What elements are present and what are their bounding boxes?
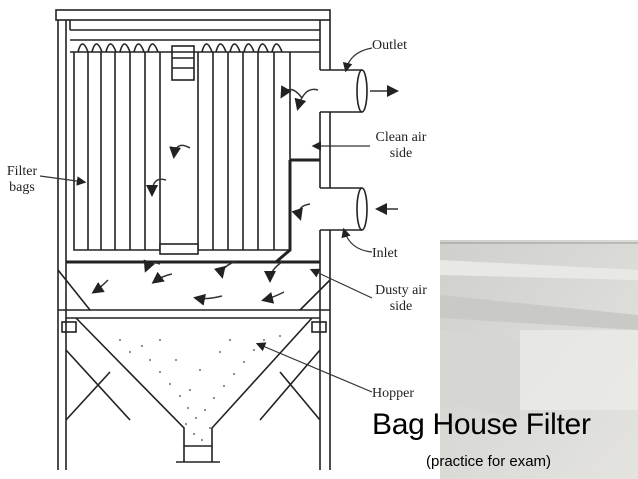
label-filter-bags: Filter bags [2, 164, 42, 196]
label-outlet: Outlet [372, 38, 407, 53]
label-filter-bags-line2: bags [9, 180, 35, 195]
label-clean-air-line1: Clean air [375, 130, 427, 145]
label-clean-air: Clean air side [370, 130, 432, 162]
slide-title: Bag House Filter [372, 408, 591, 441]
label-inlet: Inlet [372, 246, 398, 261]
slide-subtitle: (practice for exam) [426, 453, 552, 470]
label-clean-air-line2: side [389, 146, 413, 161]
label-dusty-air-line2: side [389, 299, 413, 314]
label-hopper: Hopper [372, 386, 414, 401]
label-dusty-air-line1: Dusty air [375, 283, 427, 298]
label-filter-bags-line1: Filter [6, 164, 38, 179]
label-dusty-air: Dusty air side [370, 283, 432, 315]
